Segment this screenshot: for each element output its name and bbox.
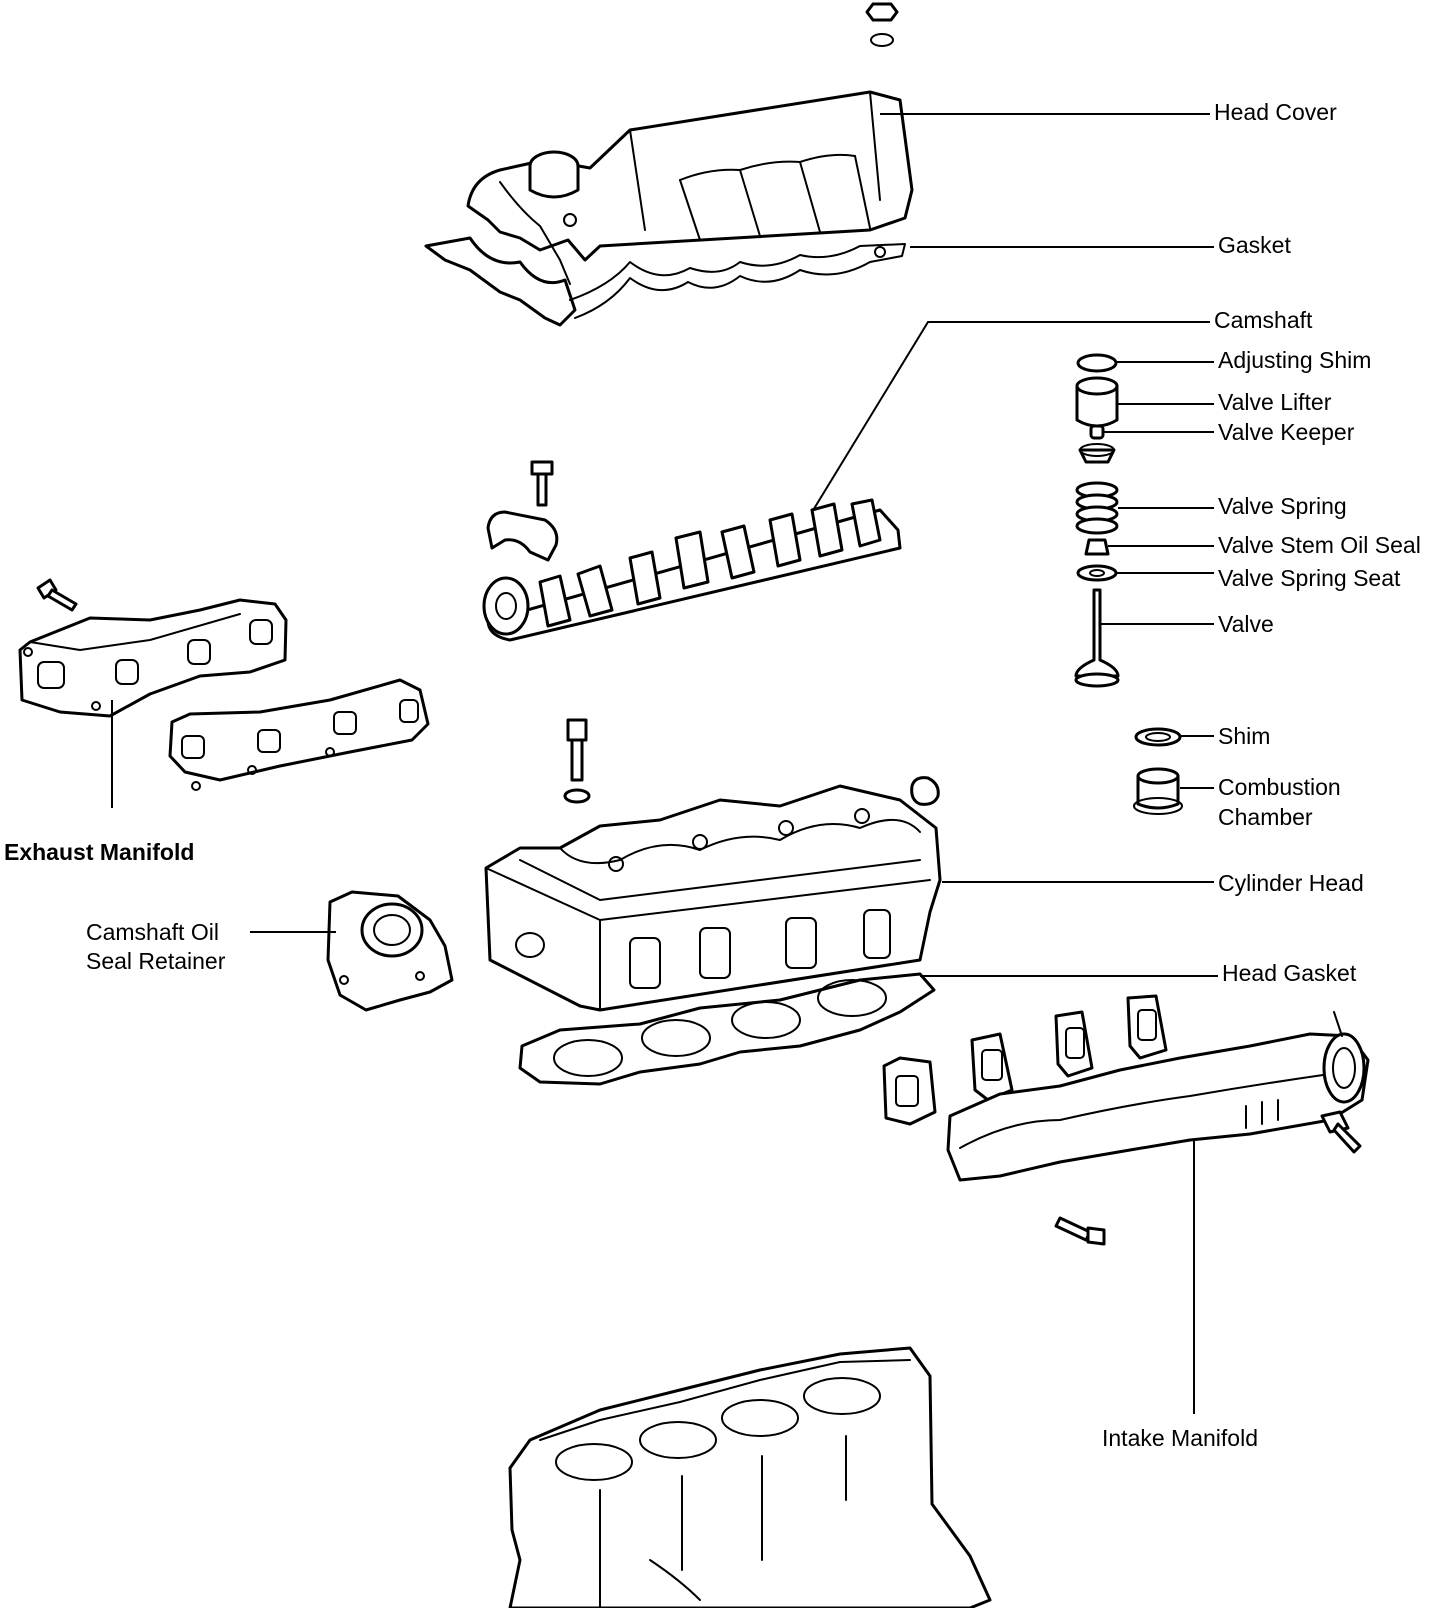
- exhaust-manifold-drawing: [18, 598, 288, 718]
- camshaft-bearing-cap: [486, 460, 559, 562]
- valve-drawing: [1074, 588, 1120, 688]
- label-combustion-chamber-1: Combustion: [1218, 774, 1341, 800]
- cylinder-head-plug: [910, 776, 940, 806]
- label-exhaust-manifold: Exhaust Manifold: [4, 839, 194, 865]
- valve-spring-seat-drawing: [1076, 564, 1118, 582]
- intake-manifold-gasket-drawing: [882, 994, 1168, 1126]
- label-valve: Valve: [1218, 611, 1274, 637]
- label-valve-spring-seat: Valve Spring Seat: [1218, 565, 1401, 591]
- camshaft-oil-seal-retainer-drawing: [326, 890, 454, 1012]
- valve-lifter-drawing: [1075, 376, 1119, 428]
- intake-manifold-bolt: [1054, 1216, 1106, 1246]
- exhaust-manifold-bolt: [36, 578, 78, 612]
- head-cover-nut: [865, 2, 899, 47]
- intake-manifold-drawing: [946, 1011, 1370, 1182]
- adjusting-shim-drawing: [1076, 353, 1118, 373]
- label-valve-spring: Valve Spring: [1218, 493, 1347, 519]
- exhaust-manifold-gasket-drawing: [168, 678, 430, 791]
- label-adjusting-shim: Adjusting Shim: [1218, 347, 1371, 373]
- valve-stem-oil-seal-drawing: [1084, 538, 1110, 556]
- cylinder-head-drawing: [484, 784, 942, 1012]
- valve-retainer-drawing: [1078, 443, 1116, 464]
- combustion-chamber-drawing: [1133, 767, 1183, 815]
- label-shim: Shim: [1218, 723, 1270, 749]
- label-combustion-chamber-2: Chamber: [1218, 804, 1313, 830]
- label-head-cover: Head Cover: [1214, 99, 1337, 125]
- head-gasket-drawing: [518, 972, 936, 1086]
- shim-drawing: [1134, 727, 1182, 747]
- label-valve-lifter: Valve Lifter: [1218, 389, 1332, 415]
- label-camshaft-oil-seal-retainer-2: Seal Retainer: [86, 948, 226, 974]
- label-valve-keeper: Valve Keeper: [1218, 419, 1355, 445]
- head-cover-gasket-drawing: [424, 236, 906, 327]
- label-cylinder-head: Cylinder Head: [1218, 870, 1364, 896]
- label-camshaft-oil-seal-retainer-1: Camshaft Oil: [86, 919, 219, 945]
- cylinder-block-drawing: [508, 1346, 992, 1608]
- label-head-gasket: Head Gasket: [1222, 960, 1357, 986]
- label-intake-manifold: Intake Manifold: [1102, 1425, 1258, 1451]
- cylinder-head-bolt: [563, 718, 591, 804]
- label-valve-stem-oil-seal: Valve Stem Oil Seal: [1218, 532, 1421, 558]
- label-camshaft: Camshaft: [1214, 307, 1313, 333]
- head-cover-drawing: [466, 90, 914, 285]
- valve-keeper-drawing: [1089, 424, 1105, 440]
- camshaft-leader: [811, 321, 1210, 513]
- valve-spring-drawing: [1075, 481, 1119, 535]
- camshaft-drawing: [482, 498, 902, 642]
- label-gasket: Gasket: [1218, 232, 1291, 258]
